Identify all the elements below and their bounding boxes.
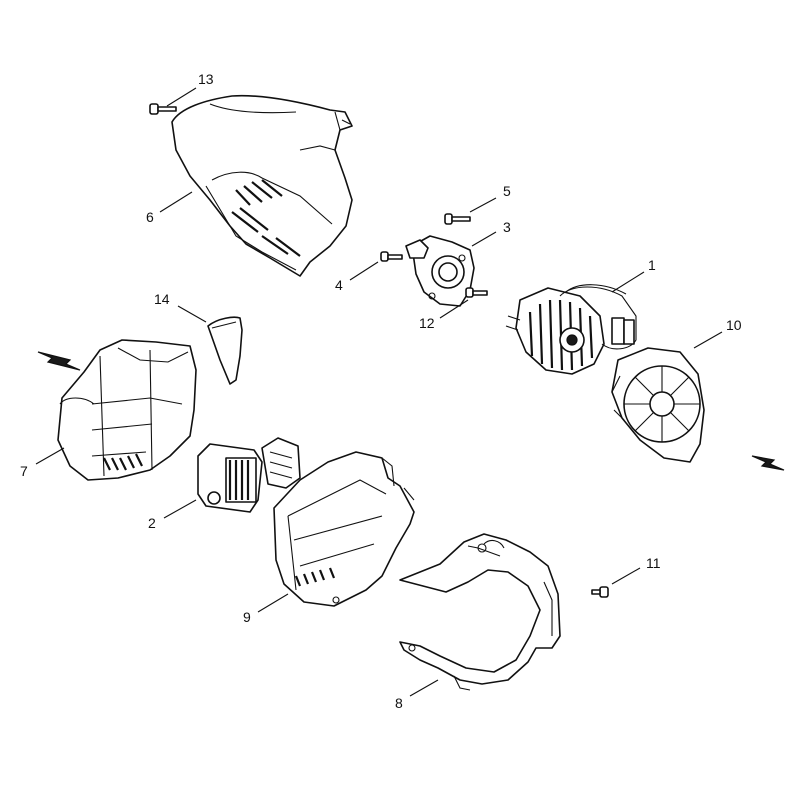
callout-14: 14 <box>154 291 170 307</box>
callout-labels: 13 6 5 3 4 12 1 10 14 7 2 9 11 8 <box>20 71 742 711</box>
leader-3 <box>471 231 497 247</box>
part-12-screw <box>465 287 488 298</box>
part-11-screw <box>591 586 609 598</box>
direction-arrow-left <box>37 351 81 371</box>
part-5-screw <box>444 213 471 225</box>
leader-6 <box>159 191 193 213</box>
part-2-module <box>197 437 301 513</box>
leader-10 <box>693 331 723 349</box>
part-6-upper-cover <box>171 94 353 277</box>
part-10-fan <box>611 347 705 463</box>
leader-2 <box>163 499 197 519</box>
direction-arrow-right <box>751 455 785 471</box>
callout-11: 11 <box>646 555 661 571</box>
part-14-flap <box>207 316 243 385</box>
leader-8 <box>409 679 439 697</box>
callout-3: 3 <box>503 219 511 235</box>
part-4-screw <box>380 251 403 262</box>
callout-13: 13 <box>198 71 214 87</box>
part-9-middle-housing <box>273 451 415 607</box>
leader-9 <box>257 593 289 613</box>
part-13-screw <box>149 103 177 115</box>
callout-8: 8 <box>395 695 403 711</box>
leader-14 <box>177 305 207 323</box>
leader-11 <box>611 567 641 585</box>
leader-12 <box>439 299 469 319</box>
leader-1 <box>611 271 645 293</box>
leader-4 <box>349 261 379 281</box>
callout-5: 5 <box>503 183 511 199</box>
part-1-motor <box>505 284 637 375</box>
part-3-flange <box>405 235 475 307</box>
leader-7 <box>35 447 65 465</box>
callout-12: 12 <box>419 315 435 331</box>
part-7-rear-housing <box>57 339 197 481</box>
callout-1: 1 <box>648 257 656 273</box>
callout-2: 2 <box>148 515 156 531</box>
leader-lines <box>35 87 723 697</box>
callout-6: 6 <box>146 209 154 225</box>
callout-7: 7 <box>20 463 28 479</box>
callout-10: 10 <box>726 317 742 333</box>
part-8-lower-shroud <box>399 533 561 691</box>
callout-4: 4 <box>335 277 343 293</box>
leader-13 <box>166 87 197 107</box>
leader-5 <box>469 197 497 213</box>
callout-9: 9 <box>243 609 251 625</box>
